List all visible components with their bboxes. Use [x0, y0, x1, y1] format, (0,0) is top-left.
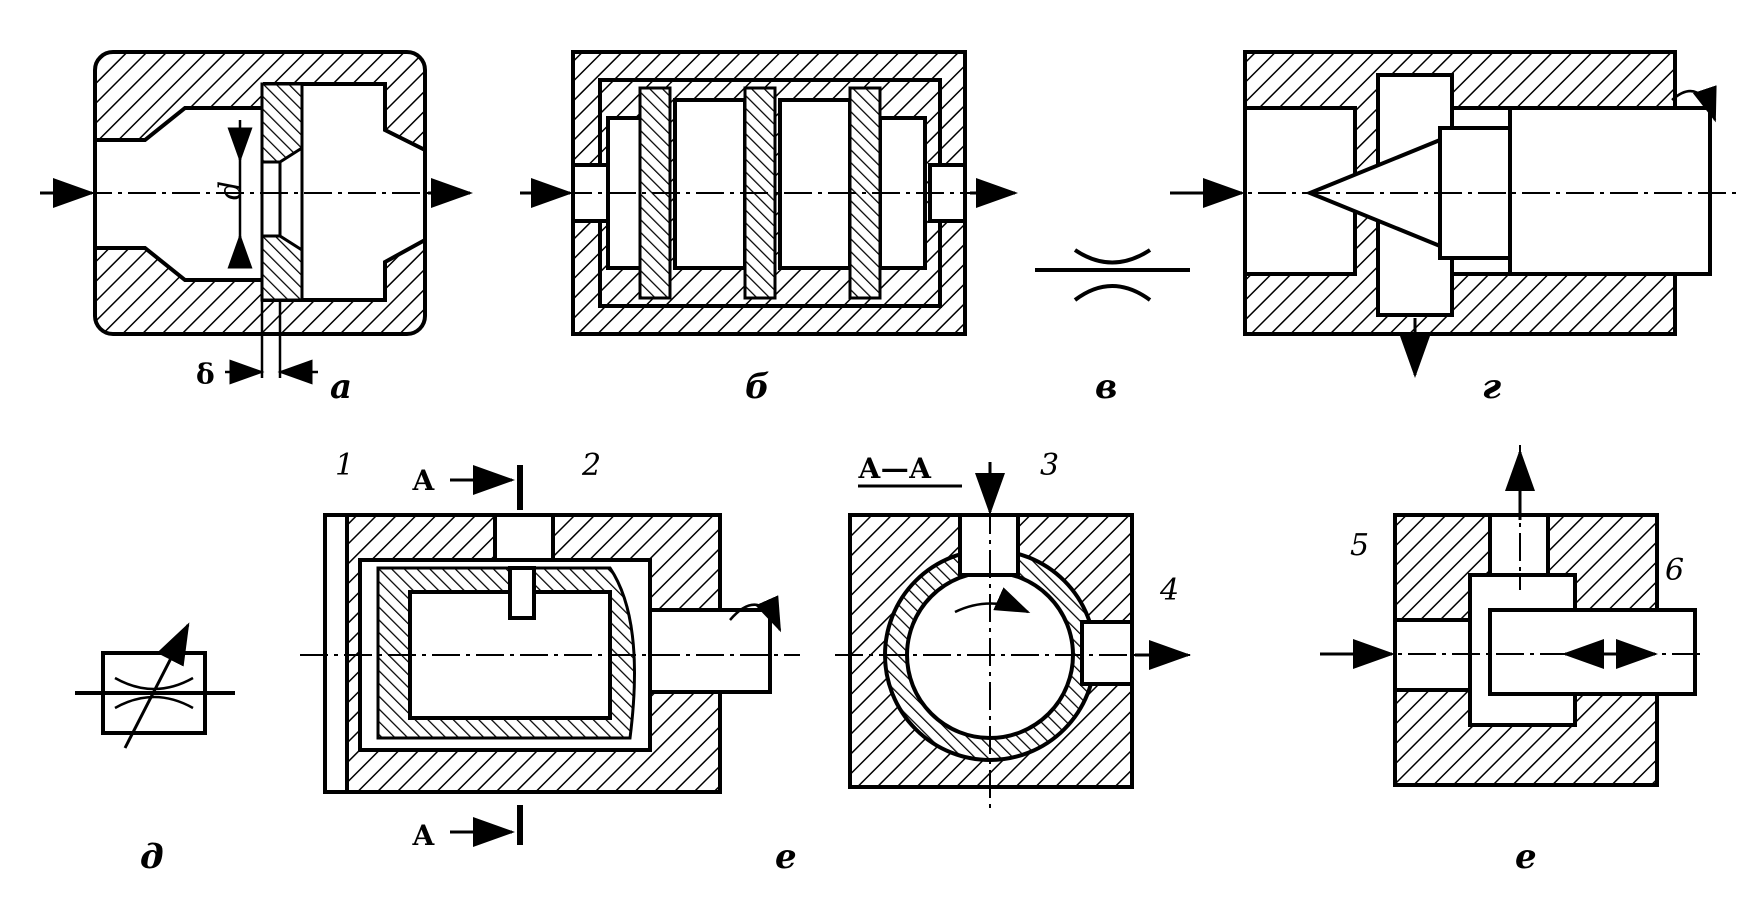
- section-mark-bottom: А: [412, 819, 435, 852]
- section-aa: А—А 3 4: [835, 448, 1191, 810]
- diagram-d: д: [75, 622, 235, 877]
- callout-1: 1: [335, 448, 354, 483]
- callout-3: 3: [1040, 448, 1059, 483]
- callout-4: 4: [1159, 573, 1179, 608]
- label-v: в: [1095, 367, 1117, 407]
- label-e1: е: [775, 837, 797, 877]
- section-title: А—А: [858, 452, 932, 485]
- callout-5: 5: [1350, 528, 1369, 563]
- diagram-e2: 5 6 е: [1320, 445, 1705, 877]
- diagram-a: d δ а: [40, 50, 473, 407]
- diagram-b: б: [520, 50, 1018, 407]
- diagram-v: в: [1035, 248, 1190, 407]
- callout-6: 6: [1665, 553, 1684, 588]
- dimension-d: d: [213, 181, 248, 200]
- section-mark-top: А: [412, 464, 435, 497]
- label-b: б: [745, 367, 770, 407]
- label-d: д: [140, 837, 164, 877]
- diagram-g: г: [1170, 50, 1740, 407]
- label-e2: е: [1515, 837, 1537, 877]
- dimension-delta: δ: [196, 358, 215, 391]
- callout-2: 2: [581, 448, 601, 483]
- label-g: г: [1482, 367, 1501, 407]
- diagram-e1: А А 1 2 е: [300, 448, 800, 877]
- label-a: а: [330, 367, 352, 407]
